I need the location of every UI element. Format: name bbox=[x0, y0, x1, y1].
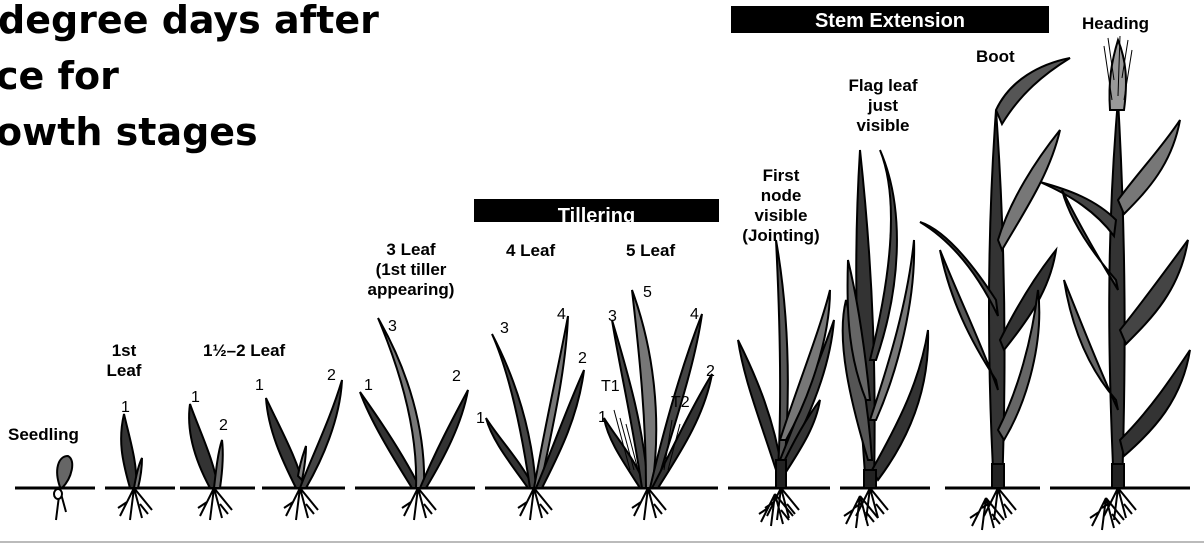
label-flag-leaf-line-3: visible bbox=[836, 116, 930, 136]
leaf-number: 2 bbox=[327, 367, 336, 385]
label-first-node-line-4: (Jointing) bbox=[730, 226, 832, 246]
leaf-number: 5 bbox=[643, 284, 652, 302]
five-leaf-plant bbox=[604, 290, 712, 520]
label-first-leaf: 1st Leaf bbox=[104, 341, 144, 381]
leaf-number: 3 bbox=[388, 318, 397, 336]
label-first-leaf-line-1: 1st bbox=[104, 341, 144, 361]
leaf-number: 1 bbox=[191, 389, 200, 407]
leaf-number: 1 bbox=[476, 410, 485, 428]
leaf-number: 1 bbox=[255, 377, 264, 395]
leaf-number: 1 bbox=[121, 399, 130, 417]
leaf-number: 2 bbox=[706, 363, 715, 381]
label-four-leaf: 4 Leaf bbox=[506, 241, 555, 261]
boot-plant bbox=[920, 58, 1070, 530]
leaf-number: 1 bbox=[364, 377, 373, 395]
leaf-number: 3 bbox=[608, 308, 617, 326]
leaf-number: T2 bbox=[671, 394, 690, 412]
leaf-number: 4 bbox=[690, 306, 699, 324]
label-three-leaf: 3 Leaf (1st tiller appearing) bbox=[358, 240, 464, 300]
flag-leaf-plant bbox=[843, 150, 928, 528]
leaf-number: 2 bbox=[578, 350, 587, 368]
leaf-number: 4 bbox=[557, 306, 566, 324]
label-first-node-line-1: First bbox=[730, 166, 832, 186]
label-three-leaf-line-2: (1st tiller bbox=[358, 260, 464, 280]
label-three-leaf-line-1: 3 Leaf bbox=[358, 240, 464, 260]
label-flag-leaf-line-1: Flag leaf bbox=[836, 76, 930, 96]
leaf-number: 3 bbox=[500, 320, 509, 338]
label-flag-leaf: Flag leaf just visible bbox=[836, 76, 930, 136]
three-leaf-plant bbox=[360, 318, 468, 520]
leaf-2-plant-b bbox=[266, 380, 342, 520]
label-heading: Heading bbox=[1082, 14, 1149, 34]
label-three-leaf-line-3: appearing) bbox=[358, 280, 464, 300]
label-flag-leaf-line-2: just bbox=[836, 96, 930, 116]
leaf-number: 2 bbox=[219, 417, 228, 435]
label-first-leaf-line-2: Leaf bbox=[104, 361, 144, 381]
label-boot: Boot bbox=[976, 47, 1015, 67]
jointing-plant bbox=[738, 240, 834, 526]
leaf-number: 2 bbox=[452, 368, 461, 386]
label-first-node-line-2: node bbox=[730, 186, 832, 206]
label-seedling: Seedling bbox=[8, 425, 79, 445]
heading-plant bbox=[1040, 36, 1190, 530]
label-first-node: First node visible (Jointing) bbox=[730, 166, 832, 246]
leaf-number: 1 bbox=[598, 409, 607, 427]
label-five-leaf: 5 Leaf bbox=[626, 241, 675, 261]
leaf-number: T1 bbox=[601, 378, 620, 396]
label-one-half-two-leaf: 1½–2 Leaf bbox=[203, 341, 285, 361]
label-first-node-line-3: visible bbox=[730, 206, 832, 226]
first-leaf-plant bbox=[118, 414, 152, 520]
